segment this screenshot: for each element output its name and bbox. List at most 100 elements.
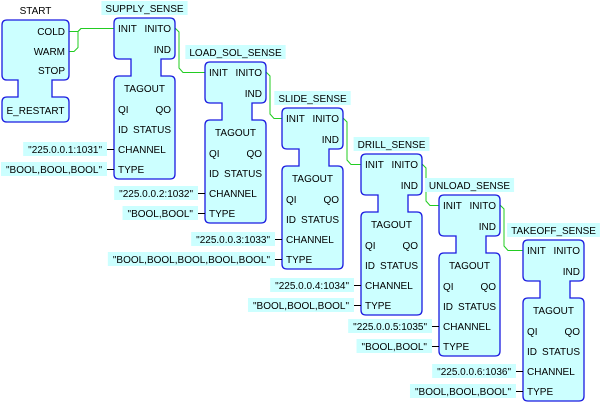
event-output-inito[interactable]: INITO: [470, 201, 497, 212]
parameter-type[interactable]: "BOOL,BOOL": [122, 206, 205, 220]
data-input-id[interactable]: ID: [209, 169, 219, 180]
data-input-qi[interactable]: QI: [286, 195, 297, 206]
data-output-status[interactable]: STATUS: [542, 347, 580, 358]
event-input-init[interactable]: INIT: [118, 24, 137, 35]
data-input-channel[interactable]: CHANNEL: [443, 322, 491, 333]
event-output-ind[interactable]: IND: [563, 267, 580, 278]
event-output-ind[interactable]: IND: [401, 181, 418, 192]
event-output-ind[interactable]: IND: [154, 45, 171, 56]
data-input-type[interactable]: TYPE: [286, 255, 312, 266]
data-input-id[interactable]: ID: [365, 261, 375, 272]
event-output-warm[interactable]: WARM: [34, 47, 65, 58]
data-input-id[interactable]: ID: [286, 215, 296, 226]
instance-name-text[interactable]: SLIDE_SENSE: [278, 94, 347, 105]
data-input-channel[interactable]: CHANNEL: [286, 235, 334, 246]
event-output-ind[interactable]: IND: [245, 89, 262, 100]
parameter-type[interactable]: "BOOL,BOOL,BOOL": [247, 298, 361, 312]
data-output-qo[interactable]: QO: [155, 105, 171, 116]
event-output-inito[interactable]: INITO: [392, 160, 419, 171]
instance-name-text[interactable]: TAKEOFF_SENSE: [511, 226, 596, 237]
instance-name-label[interactable]: SUPPLY_SENSE: [101, 1, 188, 15]
data-output-qo[interactable]: QO: [564, 327, 580, 338]
parameter-type[interactable]: "BOOL,BOOL,BOOL,BOOL,BOOL": [107, 252, 282, 266]
data-output-qo[interactable]: QO: [402, 241, 418, 252]
event-input-init[interactable]: INIT: [286, 114, 305, 125]
instance-name-text[interactable]: DRILL_SENSE: [358, 140, 426, 151]
data-input-type[interactable]: TYPE: [365, 301, 391, 312]
parameter-value[interactable]: "BOOL,BOOL": [128, 209, 194, 220]
parameter-value[interactable]: "BOOL,BOOL": [362, 342, 428, 353]
instance-name-text[interactable]: UNLOAD_SENSE: [429, 181, 510, 192]
data-input-qi[interactable]: QI: [118, 105, 129, 116]
block-body[interactable]: [204, 61, 267, 224]
parameter-value[interactable]: "BOOL,BOOL,BOOL": [6, 165, 102, 176]
event-output-cold[interactable]: COLD: [37, 27, 65, 38]
block-body[interactable]: [113, 17, 176, 180]
parameter-value[interactable]: "225.0.0.5:1035": [353, 322, 427, 333]
data-input-qi[interactable]: QI: [527, 327, 538, 338]
event-output-ind[interactable]: IND: [322, 135, 339, 146]
event-connection-drill-sense-inito-to-unload-sense-init[interactable]: [421, 163, 439, 206]
event-connection-start-warm-to-supply-sense-init[interactable]: [69, 28, 82, 52]
event-connection-slide-sense-inito-to-drill-sense-init[interactable]: [342, 117, 361, 165]
data-input-channel[interactable]: CHANNEL: [527, 367, 575, 378]
data-input-id[interactable]: ID: [527, 347, 537, 358]
event-input-init[interactable]: INIT: [443, 201, 462, 212]
parameter-value[interactable]: "225.0.0.6:1036": [437, 367, 511, 378]
parameter-value[interactable]: "BOOL,BOOL,BOOL": [415, 387, 511, 398]
block-body[interactable]: [438, 194, 501, 357]
data-input-type[interactable]: TYPE: [443, 342, 469, 353]
event-input-init[interactable]: INIT: [365, 160, 384, 171]
event-output-inito[interactable]: INITO: [145, 24, 172, 35]
block-body[interactable]: [360, 153, 423, 316]
parameter-channel[interactable]: "225.0.0.5:1035": [348, 319, 439, 333]
instance-name-text[interactable]: LOAD_SOL_SENSE: [189, 48, 282, 59]
data-input-qi[interactable]: QI: [365, 241, 376, 252]
parameter-channel[interactable]: "225.0.0.4:1034": [270, 278, 361, 292]
parameter-type[interactable]: "BOOL,BOOL": [356, 339, 439, 353]
data-output-status[interactable]: STATUS: [224, 169, 262, 180]
parameter-value[interactable]: "BOOL,BOOL,BOOL": [253, 301, 349, 312]
event-input-init[interactable]: INIT: [209, 68, 228, 79]
data-output-status[interactable]: STATUS: [133, 125, 171, 136]
data-input-type[interactable]: TYPE: [209, 209, 235, 220]
data-input-qi[interactable]: QI: [209, 149, 220, 160]
data-input-qi[interactable]: QI: [443, 282, 454, 293]
data-output-status[interactable]: STATUS: [458, 302, 496, 313]
event-connection-supply-sense-inito-to-load-sol-sense-init[interactable]: [174, 27, 205, 73]
event-connection-unload-sense-inito-to-takeoff-sense-init[interactable]: [499, 204, 523, 251]
event-output-ind[interactable]: IND: [479, 222, 496, 233]
data-input-channel[interactable]: CHANNEL: [209, 189, 257, 200]
data-input-id[interactable]: ID: [118, 125, 128, 136]
data-input-type[interactable]: TYPE: [527, 387, 553, 398]
instance-name-text[interactable]: SUPPLY_SENSE: [105, 4, 184, 15]
data-output-qo[interactable]: QO: [480, 282, 496, 293]
data-output-qo[interactable]: QO: [246, 149, 262, 160]
data-input-channel[interactable]: CHANNEL: [118, 145, 166, 156]
event-connection-load-sol-sense-inito-to-slide-sense-init[interactable]: [265, 71, 282, 119]
parameter-value[interactable]: "225.0.0.1:1031": [28, 145, 102, 156]
parameter-value[interactable]: "225.0.0.2:1032": [119, 189, 193, 200]
parameter-value[interactable]: "BOOL,BOOL,BOOL,BOOL,BOOL": [113, 255, 271, 266]
parameter-channel[interactable]: "225.0.0.1:1031": [23, 142, 114, 156]
instance-name-label[interactable]: DRILL_SENSE: [353, 137, 430, 151]
event-input-init[interactable]: INIT: [527, 246, 546, 257]
instance-name-label[interactable]: SLIDE_SENSE: [274, 91, 351, 105]
event-output-stop[interactable]: STOP: [38, 66, 65, 77]
data-input-id[interactable]: ID: [443, 302, 453, 313]
data-output-status[interactable]: STATUS: [380, 261, 418, 272]
data-output-qo[interactable]: QO: [323, 195, 339, 206]
parameter-value[interactable]: "225.0.0.4:1034": [275, 281, 349, 292]
event-output-inito[interactable]: INITO: [313, 114, 340, 125]
data-output-status[interactable]: STATUS: [301, 215, 339, 226]
block-body[interactable]: [522, 239, 585, 402]
parameter-type[interactable]: "BOOL,BOOL,BOOL": [0, 162, 114, 176]
